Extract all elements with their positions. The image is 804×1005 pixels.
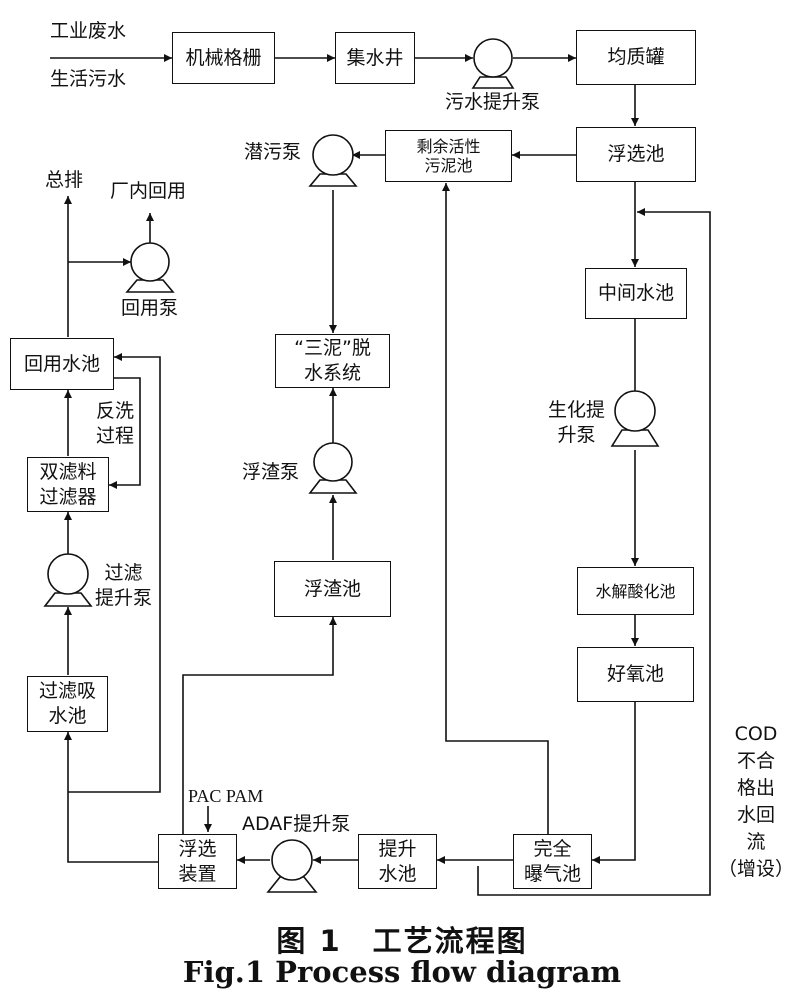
hydrolysis-acidification-box[interactable]: 水解酸化池 (577, 567, 694, 615)
submersible-pump-icon (308, 134, 358, 187)
adaf-lift-pump-icon (266, 839, 318, 893)
plant-reuse-label: 厂内回用 (110, 180, 187, 202)
bio-lift-pump-icon (610, 390, 660, 447)
flotation-device-box[interactable]: 浮选 装置 (158, 834, 237, 889)
reuse-pump-icon (125, 242, 175, 293)
submersible-pump-label: 潜污泵 (244, 141, 302, 163)
reuse-pump-label: 回用泵 (121, 297, 179, 319)
filter-lift-pump-icon (43, 553, 93, 607)
industrial-wastewater-label: 工业废水 (50, 20, 127, 42)
domestic-sewage-label: 生活污水 (50, 68, 127, 90)
filter-suction-pond-box[interactable]: 过滤吸 水池 (27, 676, 108, 732)
pump-symbols (43, 38, 660, 893)
scum-pump-icon (308, 442, 358, 494)
reuse-pond-box[interactable]: 回用水池 (10, 338, 114, 390)
total-discharge-label: 总排 (45, 169, 84, 191)
sludge-dewatering-system-box[interactable]: “三泥”脱 水系统 (275, 334, 390, 388)
complete-aeration-pond-box[interactable]: 完全 曝气池 (513, 834, 592, 889)
lift-pond-box[interactable]: 提升 水池 (358, 834, 437, 889)
scum-pump-label: 浮渣泵 (242, 461, 300, 483)
sewage-lift-pump-icon (471, 38, 515, 89)
sewage-lift-pump-label: 污水提升泵 (445, 91, 541, 113)
aerobic-pond-box[interactable]: 好氧池 (577, 647, 694, 702)
excess-sludge-tank-box[interactable]: 剩余活性 污泥池 (385, 130, 512, 182)
figure-caption-chinese: 图 1 工艺流程图 (276, 924, 528, 958)
flotation-pond-box[interactable]: 浮选池 (576, 127, 696, 182)
equalization-tank-box[interactable]: 均质罐 (576, 30, 696, 85)
adaf-lift-pump-label: ADAF提升泵 (242, 813, 351, 835)
intermediate-pond-box[interactable]: 中间水池 (585, 268, 687, 319)
bio-lift-pump-label: 生化提 升泵 (548, 399, 606, 446)
filter-lift-pump-label: 过滤 提升泵 (95, 562, 153, 609)
scum-pond-box[interactable]: 浮渣池 (274, 561, 391, 617)
flow-arrows (64, 54, 711, 896)
dual-media-filter-box[interactable]: 双滤料 过滤器 (27, 457, 109, 512)
backwash-process-label: 反洗 过程 (96, 400, 135, 447)
mechanical-screen-box[interactable]: 机械格栅 (172, 32, 275, 84)
figure-caption-english: Fig.1 Process flow diagram (182, 955, 622, 989)
collection-well-box[interactable]: 集水井 (335, 32, 415, 84)
cod-recirculation-label: COD 不合 格出 水回 流 （增设） (717, 723, 794, 880)
pac-pam-label: PAC PAM (188, 786, 264, 806)
